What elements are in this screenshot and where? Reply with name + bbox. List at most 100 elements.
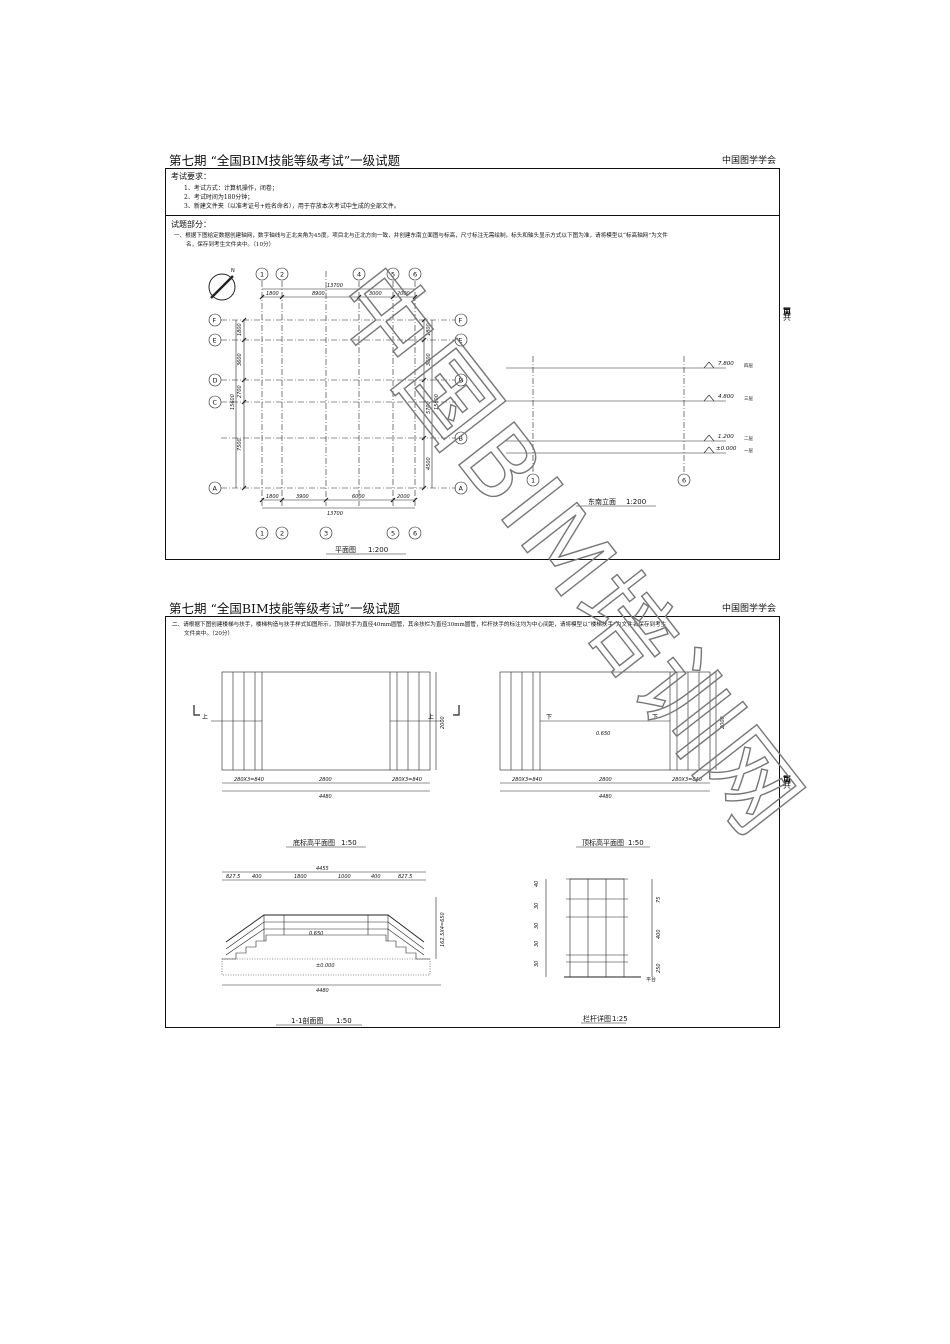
dim: 280X3=840	[672, 777, 702, 783]
dim: 4500	[426, 457, 432, 470]
header-title: 第七期 “全国BIM技能等级考试”一级试题	[169, 601, 401, 616]
dim: 1800	[237, 323, 243, 336]
level-value: 7.800	[718, 361, 734, 367]
dim: 3600	[237, 353, 243, 366]
dim: 3900	[296, 494, 309, 500]
axis-label: D	[213, 377, 218, 385]
dim-total: 4480	[599, 794, 612, 800]
dim: 400	[252, 874, 262, 880]
level-name: 四层	[744, 363, 753, 369]
axis-label: D	[459, 377, 464, 385]
level-value: 1.200	[718, 434, 734, 440]
plan-scale: 1:200	[368, 546, 388, 554]
direction-label: 上	[202, 713, 208, 721]
plan-low-scale: 1:50	[341, 839, 357, 847]
axis-label: E	[459, 337, 463, 345]
dim: 30	[534, 903, 540, 909]
axis-label: 2	[280, 271, 284, 279]
dim: 2000	[397, 291, 410, 297]
dim-total: 15600	[434, 394, 440, 410]
axis-label: 6	[413, 271, 417, 279]
axis-label: 5	[391, 271, 395, 279]
direction-label: 上	[428, 713, 434, 721]
level-name: 一层	[744, 448, 753, 454]
plan-top-scale: 1:50	[628, 839, 644, 847]
question-2-box: 二、请根据下图创建楼梯与扶手，楼梯构造与扶手样式如图所示，顶部扶手为直径40mm…	[165, 616, 780, 1028]
dim: 1800	[426, 323, 432, 336]
level-name: 三层	[744, 396, 753, 402]
axis-label: F	[459, 317, 463, 325]
dim-total: 13700	[327, 283, 343, 289]
page-header: 第七期 “全国BIM技能等级考试”一级试题 中国图学学会	[165, 150, 780, 168]
q1-text: 名，保存到考生文件夹中。（10分）	[186, 242, 275, 248]
axis-label: A	[459, 485, 464, 493]
level-name: 二层	[744, 436, 753, 442]
grid-plan-drawing: 1 2 4 5 6 1 2 3 5 6 F E D C A F E D B A	[208, 267, 753, 555]
axis-label: A	[213, 485, 218, 493]
dim: 3000	[369, 291, 382, 297]
dim: 2000	[440, 716, 446, 729]
axis-label: C	[213, 399, 218, 407]
dim: 5700	[426, 401, 432, 414]
dim: 280X3=840	[392, 777, 422, 783]
direction-label: 下	[652, 714, 658, 721]
dim: 30	[534, 941, 540, 947]
dim: 40	[534, 881, 540, 887]
plan-low-title: 底标高平面图	[293, 838, 335, 847]
section-scale: 1:50	[336, 1017, 352, 1025]
dim-total: 15600	[230, 394, 236, 410]
north-arrow-icon	[208, 273, 236, 301]
req-item: 3、新建文件夹（以准考证号+姓名命名），用于存放本次考试中生成的全部文件。	[184, 203, 400, 210]
level-value: ±0.000	[316, 963, 335, 969]
header-org: 中国图学学会	[721, 156, 776, 166]
question-1-box: 试题部分： 一、根据下图给定数据创建轴网，数字轴线与正北夹角为45度，项目北与正…	[165, 216, 780, 560]
dim: 400	[371, 874, 381, 880]
dim-total: 13700	[327, 511, 343, 517]
req-heading: 考试要求：	[171, 172, 211, 181]
dim: 2000	[397, 494, 410, 500]
dim: 30	[534, 923, 540, 929]
dim: 75	[656, 897, 662, 903]
dim: 2800	[599, 777, 612, 783]
level-value: 0.650	[596, 731, 610, 737]
page-header: 第七期 “全国BIM技能等级考试”一级试题 中国图学学会	[165, 598, 780, 616]
axis-label: E	[213, 337, 217, 345]
requirements-box: 考试要求： 1、考试方式：计算机操作，闭卷； 2、考试时间为180分钟； 3、新…	[165, 168, 780, 216]
axis-label: 2	[280, 530, 284, 538]
header-title: 第七期 “全国BIM技能等级考试”一级试题	[169, 153, 401, 168]
dim: 3600	[426, 353, 432, 366]
level-value: 0.650	[309, 931, 323, 937]
dim: 2700	[237, 385, 243, 398]
q2-text: 文件夹中。（20分）	[184, 631, 234, 637]
dim: 280X3=840	[512, 777, 542, 783]
dim: 280X3=840	[234, 777, 264, 783]
dim-total: 4455	[316, 866, 329, 872]
level-value: ±0.000	[716, 446, 737, 452]
dim: 1800	[266, 494, 279, 500]
dim: 30	[534, 961, 540, 967]
dim: 250	[656, 963, 662, 973]
axis-label: 6	[682, 477, 686, 485]
axis-label: 6	[413, 530, 417, 538]
axis-label: 1	[260, 271, 264, 279]
dim: 1800	[266, 291, 279, 297]
dim: 8900	[312, 291, 325, 297]
header-org: 中国图学学会	[721, 604, 776, 614]
dim: 827.5	[226, 874, 240, 880]
axis-label: 4	[357, 271, 361, 279]
axis-label: 5	[391, 530, 395, 538]
section-title: 1-1剖面图	[291, 1016, 323, 1025]
railing-title: 栏杆详图	[583, 1014, 611, 1023]
dim: 1000	[338, 874, 351, 880]
part-heading: 试题部分：	[171, 220, 211, 229]
req-item: 2、考试时间为180分钟；	[184, 194, 254, 201]
elev-scale: 1:200	[626, 498, 646, 506]
railing-scale: 1:25	[612, 1015, 628, 1023]
plan-title: 平面图	[335, 546, 356, 554]
dim: 827.5	[398, 874, 412, 880]
level-value: 4.800	[718, 394, 734, 400]
dim-total: 4480	[319, 794, 332, 800]
axis-label: 1	[260, 530, 264, 538]
dim: 2800	[319, 777, 332, 783]
plan-top-title: 顶标高平面图	[582, 838, 624, 847]
